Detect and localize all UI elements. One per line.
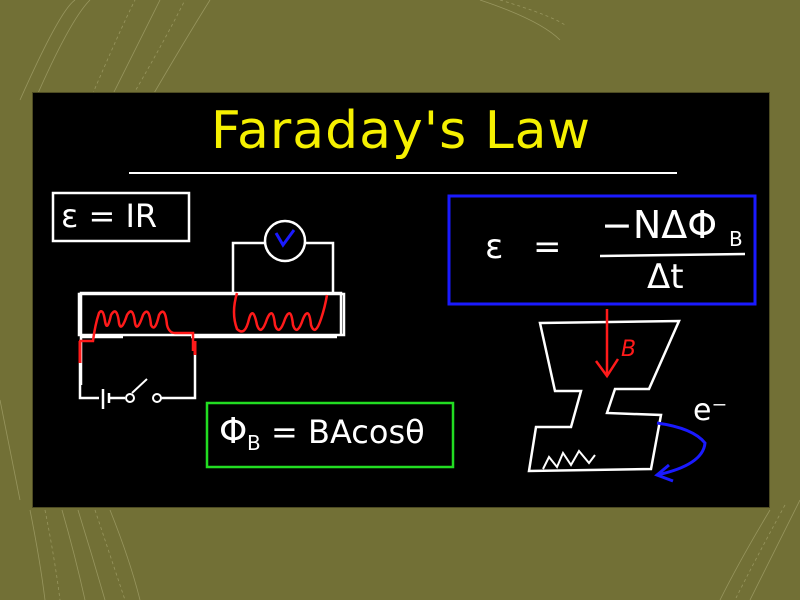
- magnetic-field-label: B: [621, 337, 637, 362]
- voltmeter-v-mark: [274, 229, 296, 248]
- iron-core-bar: [77, 292, 346, 337]
- faraday-equals: =: [533, 227, 562, 267]
- primary-coil: [79, 310, 195, 351]
- magnetic-field-arrowhead: [594, 358, 620, 379]
- switch-lever: [131, 378, 148, 394]
- faraday-emf-symbol: ε: [485, 227, 504, 267]
- faraday-numerator: −NΔΦ: [601, 203, 718, 247]
- iron-core: [79, 291, 343, 385]
- faraday-denominator: Δt: [647, 257, 684, 297]
- loop-jagged-edge: [542, 449, 596, 470]
- ohms-law-equation: ε = IR: [61, 197, 158, 235]
- faraday-numerator-subscript: B: [729, 227, 743, 251]
- ohms-law-box: [51, 191, 191, 243]
- voltmeter-wire: [231, 241, 335, 293]
- switch-contact-b: [152, 393, 162, 403]
- voltmeter-icon: [263, 219, 307, 263]
- electron-label: e⁻: [693, 393, 728, 428]
- blackboard: Faraday's Law: [32, 92, 770, 508]
- diagram-drawing: [51, 172, 757, 483]
- fraction-bar: [599, 252, 746, 258]
- flux-subscript: B: [247, 431, 261, 455]
- secondary-coil: [232, 292, 329, 333]
- flux-symbol: Φ: [219, 411, 248, 452]
- primary-wire-left: [78, 363, 99, 400]
- primary-wire-right: [161, 355, 197, 400]
- electron-flow-arrow: [656, 421, 707, 477]
- flux-rhs: = BAcosθ: [271, 413, 425, 451]
- faraday-equation-box: [447, 194, 757, 306]
- switch-contact-a: [125, 393, 135, 403]
- conducting-loop: [527, 319, 681, 473]
- flux-equation-box: [205, 401, 455, 469]
- electron-flow-arrowhead: [654, 463, 674, 483]
- slide-title: Faraday's Law: [210, 101, 592, 161]
